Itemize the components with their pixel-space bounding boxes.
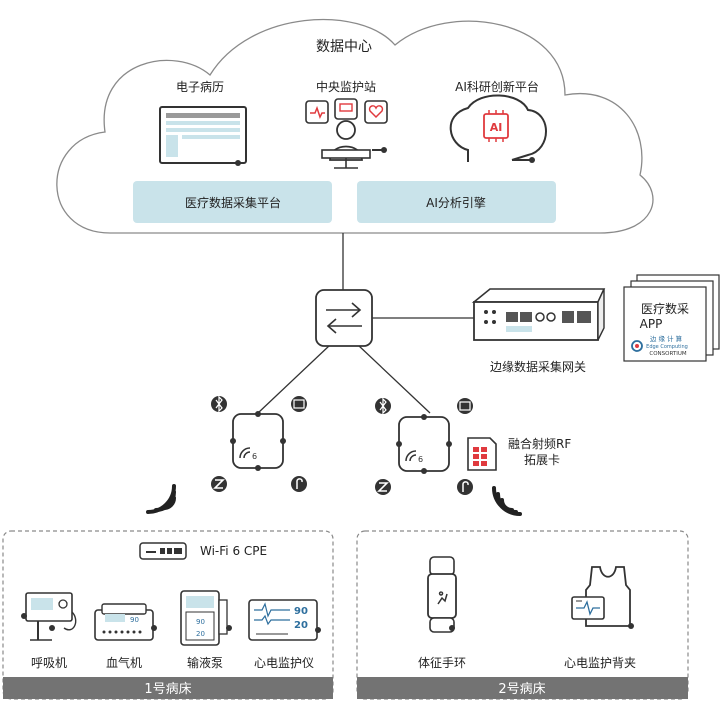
- edge-computing-logo-icon: 边 缘 计 算 Edge Computing CONSORTIUM: [631, 334, 688, 357]
- cloud-title: 数据中心: [316, 39, 372, 55]
- app-title-line2: APP: [640, 317, 663, 331]
- ai-chip-text: AI: [490, 121, 503, 134]
- gateway-label: 边缘数据采集网关: [490, 359, 586, 374]
- pump-readout-1: 90: [196, 618, 205, 626]
- device-label-ecg-vest: 心电监护背夹: [564, 656, 636, 670]
- blood-gas-readout: 90: [130, 616, 139, 624]
- blood-gas-analyzer-icon: 90: [94, 603, 157, 641]
- zigbee-icon: [211, 476, 227, 492]
- device-label-infusion-pump: 输液泵: [187, 655, 223, 670]
- logo-en1: Edge Computing: [646, 344, 688, 350]
- infusion-pump-icon: 90 20: [180, 590, 232, 646]
- data-platform-label: 医疗数据采集平台: [185, 195, 281, 210]
- emr-monitor-icon: [159, 106, 247, 166]
- connection-lines: [257, 233, 474, 414]
- zigbee-icon: [375, 479, 391, 495]
- device-label-blood-gas: 血气机: [106, 655, 142, 670]
- app-title-line1: 医疗数采: [641, 301, 689, 316]
- svg-text:6: 6: [418, 455, 423, 464]
- lora-icon: [457, 479, 473, 495]
- svg-text:6: 6: [252, 452, 257, 461]
- data-center-cloud: 数据中心 电子病历 中央监护站: [56, 18, 654, 234]
- wireless-signal-icon: [492, 486, 522, 516]
- ai-platform-label: AI科研创新平台: [455, 79, 539, 94]
- device-label-ecg-monitor: 心电监护仪: [254, 656, 314, 670]
- ecg-readout-2: 20: [294, 620, 308, 631]
- device-label-ventilator: 呼吸机: [31, 656, 67, 670]
- ward-2-title-bar: [357, 677, 688, 699]
- ecg-vest-icon: [571, 566, 634, 629]
- ventilator-icon: [21, 592, 77, 641]
- ward-2-title: 2号病床: [498, 682, 545, 697]
- ecg-readout-1: 90: [294, 606, 308, 617]
- ai-engine-label: AI分析引擎: [426, 195, 486, 210]
- access-point-1: 6: [230, 411, 286, 471]
- data-platform-panel: [133, 181, 332, 223]
- ward-2-panel: 2号病床 体征手环 心电监护背夹: [356, 530, 689, 700]
- rf-expansion-card-icon: [467, 437, 497, 471]
- ai-engine-panel: [357, 181, 556, 223]
- logo-en2: CONSORTIUM: [649, 351, 687, 357]
- emr-label: 电子病历: [176, 79, 224, 94]
- rf-card-label-line2: 拓展卡: [524, 453, 560, 467]
- rf-card-label-line1: 融合射频RF: [508, 436, 571, 451]
- ward-1-title: 1号病床: [144, 682, 191, 697]
- access-point-2: 6: [396, 414, 452, 474]
- central-station-label: 中央监护站: [316, 79, 376, 94]
- logo-cn: 边 缘 计 算: [650, 334, 683, 343]
- ecg-monitor-icon: 90 20: [248, 599, 321, 641]
- rfid-icon: [457, 398, 473, 414]
- ai-head-icon: AI: [449, 94, 547, 163]
- pump-readout-2: 20: [196, 630, 205, 638]
- device-label-wristband: 体征手环: [418, 656, 466, 670]
- vital-sign-wristband-icon: [427, 556, 457, 633]
- switch-icon: [315, 289, 373, 347]
- bluetooth-icon: [375, 397, 391, 415]
- bluetooth-icon: [211, 395, 227, 413]
- ward-1-panel: 1号病床 Wi-Fi 6 CPE 呼吸机 90: [2, 530, 334, 700]
- cpe-label: Wi-Fi 6 CPE: [200, 544, 267, 558]
- wifi6-cpe-icon: [139, 542, 187, 560]
- wireless-signal-icon: [146, 484, 176, 514]
- app-cards-stack: 医疗数采 APP 边 缘 计 算 Edge Computing CONSORTI…: [623, 274, 720, 362]
- rfid-icon: [291, 396, 307, 412]
- ward-1-title-bar: [3, 677, 333, 699]
- edge-gateway-device: [471, 288, 606, 341]
- central-station-icon: [305, 98, 388, 169]
- lora-icon: [291, 476, 307, 492]
